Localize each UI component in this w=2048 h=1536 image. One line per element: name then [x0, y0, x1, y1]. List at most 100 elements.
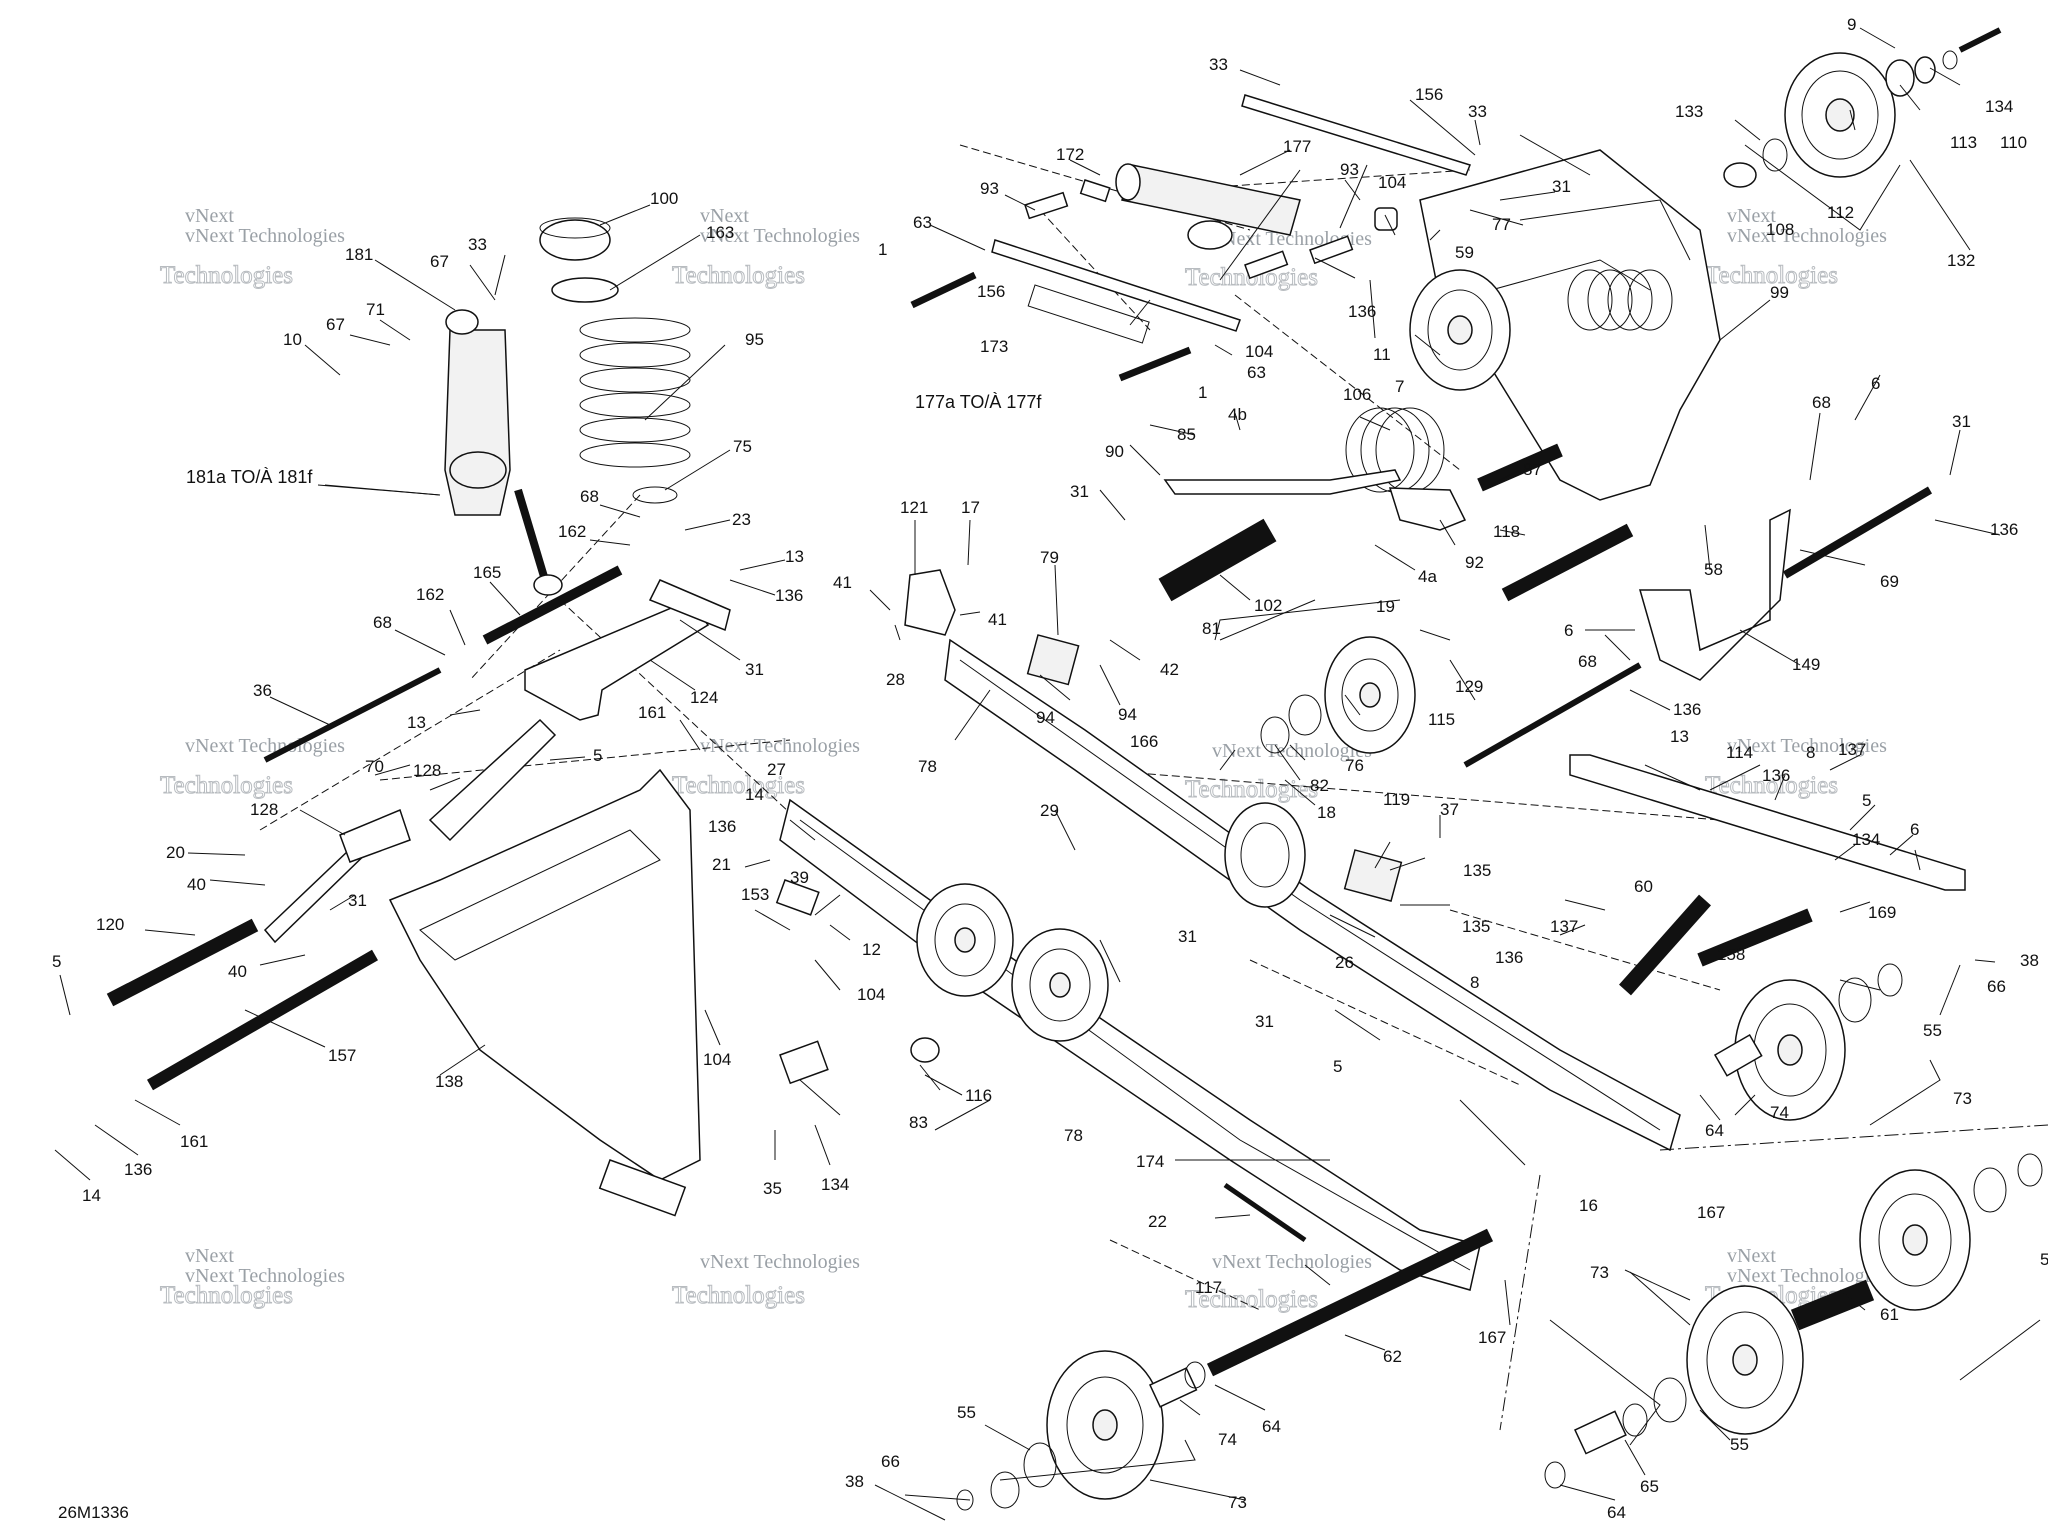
watermark-left-mid: vNext Technologies Technologies [160, 735, 346, 800]
label-104: 104 [703, 1050, 731, 1069]
label-93: 93 [980, 179, 999, 198]
label-156: 156 [1415, 85, 1443, 104]
shaft-69 [1782, 486, 1933, 579]
label-5: 5 [1862, 791, 1871, 810]
shaft-60 [1619, 894, 1711, 996]
label-8: 8 [1470, 973, 1479, 992]
label-38: 38 [845, 1472, 864, 1491]
label-95: 95 [745, 330, 764, 349]
shaft-165 [482, 565, 623, 645]
coil-spring-95 [579, 317, 691, 468]
watermark-mid-bottom: vNext Technologies Technologies [1185, 1251, 1373, 1314]
label-55: 55 [957, 1403, 976, 1422]
label-104: 104 [1378, 173, 1406, 192]
label-66: 66 [1987, 977, 2006, 996]
label-1: 1 [1198, 383, 1207, 402]
shaft-62 [1206, 1228, 1494, 1377]
label-33: 33 [1209, 55, 1228, 74]
watermark-text: vNext Technologies [1212, 740, 1372, 762]
label-74: 74 [1770, 1103, 1789, 1122]
label-58: 58 [1704, 560, 1723, 579]
watermark-text: Technologies [1705, 262, 1838, 289]
diagram-code: 26M1336 [58, 1503, 129, 1522]
label-13: 13 [1670, 727, 1689, 746]
label-55: 55 [1730, 1435, 1749, 1454]
label-137: 137 [1550, 917, 1578, 936]
watermark-text: vNext Technologies [1212, 1251, 1372, 1273]
label-77: 77 [1492, 215, 1511, 234]
label-18: 18 [1317, 803, 1336, 822]
label-5: 5 [593, 746, 602, 765]
rear-arm-138 [388, 768, 701, 1181]
label-149: 149 [1792, 655, 1820, 674]
label-23: 23 [732, 510, 751, 529]
label-136: 136 [1990, 520, 2018, 539]
label-21: 21 [712, 855, 731, 874]
label-163: 163 [706, 223, 734, 242]
label-172: 172 [1056, 145, 1084, 164]
label-78: 78 [918, 757, 937, 776]
label-114: 114 [1726, 743, 1753, 762]
label-13: 13 [785, 547, 804, 566]
label-108: 108 [1766, 220, 1794, 239]
watermark-text: vNext [700, 205, 749, 227]
label-167: 167 [1697, 1203, 1725, 1222]
label-71: 71 [366, 300, 385, 319]
label-136: 136 [775, 586, 803, 605]
watermark-center-top: vNext vNext Technologies Technologies [672, 205, 861, 290]
label-6: 6 [1871, 374, 1880, 393]
label-6: 6 [1910, 820, 1919, 839]
label-87: 87 [1523, 460, 1542, 479]
label-65: 65 [1640, 1477, 1659, 1496]
label-68: 68 [580, 487, 599, 506]
label-range-177: 177a TO/À 177f [915, 392, 1042, 412]
watermark-text: Technologies [160, 772, 293, 799]
label-61: 61 [1880, 1305, 1899, 1324]
label-64: 64 [1607, 1503, 1626, 1522]
label-134: 134 [1985, 97, 2013, 116]
label-8: 8 [1806, 743, 1815, 762]
watermark-left-bottom: vNext vNext Technologies Technologies [160, 1245, 346, 1310]
lower-link-156 [991, 239, 1241, 332]
label-35: 35 [763, 1179, 782, 1198]
upper-link-156 [1241, 94, 1471, 176]
watermark-text: vNext Technologies [1727, 225, 1887, 247]
label-136: 136 [1495, 948, 1523, 967]
label-60: 60 [1634, 877, 1653, 896]
group-brackets [999, 144, 2041, 1481]
watermark-text: Technologies [160, 262, 293, 289]
label-31: 31 [1178, 927, 1197, 946]
label-39: 39 [790, 868, 809, 887]
shaft-120 [106, 918, 259, 1007]
label-157: 157 [328, 1046, 356, 1065]
stopper-35 [779, 1040, 829, 1085]
label-31: 31 [1255, 1012, 1274, 1031]
label-136: 136 [124, 1160, 152, 1179]
label-113: 113 [1950, 133, 1977, 152]
label-19: 19 [1376, 597, 1395, 616]
watermark-right-mid: vNext Technologies Technologies [1705, 735, 1888, 800]
watermark-center-bottom: vNext Technologies Technologies [672, 1251, 861, 1310]
label-31: 31 [348, 891, 367, 910]
label-66: 66 [881, 1452, 900, 1471]
watermark-text: vNext [1727, 205, 1776, 227]
label-118: 118 [1493, 522, 1520, 541]
label-42: 42 [1160, 660, 1179, 679]
bracket-153 [775, 879, 820, 916]
label-17: 17 [961, 498, 980, 517]
label-137: 137 [1838, 740, 1866, 759]
label-136: 136 [1348, 302, 1376, 321]
tube-102 [1158, 518, 1277, 602]
label-173: 173 [980, 337, 1008, 356]
shaft-129 [1463, 662, 1642, 768]
arm-70 [339, 808, 411, 863]
watermark-text: vNext Technologies [700, 1251, 860, 1273]
label-162: 162 [416, 585, 444, 604]
label-16: 16 [1579, 1196, 1598, 1215]
label-37: 37 [1440, 800, 1459, 819]
label-161: 161 [180, 1132, 208, 1151]
label-33: 33 [1468, 102, 1487, 121]
label-174: 174 [1136, 1152, 1164, 1171]
label-79: 79 [1040, 548, 1059, 567]
front-arm-springs [1567, 269, 1673, 331]
